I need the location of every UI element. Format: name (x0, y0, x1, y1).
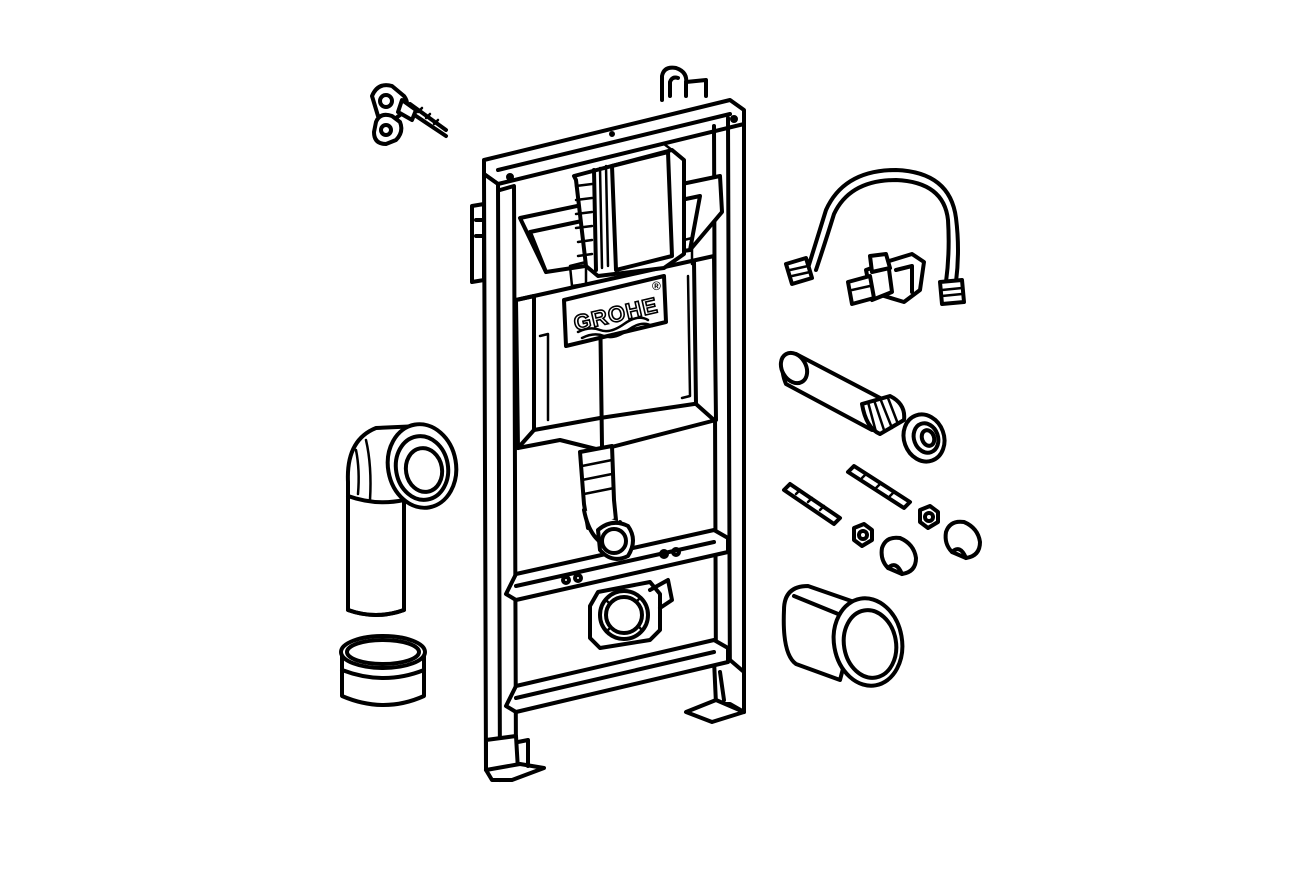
connection-pipe (778, 350, 907, 436)
drain-bend (345, 422, 459, 617)
cap-nuts (879, 519, 982, 576)
water-supply-hose (784, 168, 966, 306)
brand-label-plate: GROHE ® (562, 274, 668, 348)
pipe-seal (901, 412, 947, 464)
inlet-sleeve (781, 584, 905, 688)
wall-bracket (370, 83, 448, 146)
drain-sleeve (339, 634, 427, 707)
angle-valve (846, 252, 926, 306)
threaded-rods (782, 464, 912, 526)
flush-actuator-box (568, 142, 694, 288)
registered-mark: ® (652, 279, 661, 293)
nuts (852, 504, 940, 548)
